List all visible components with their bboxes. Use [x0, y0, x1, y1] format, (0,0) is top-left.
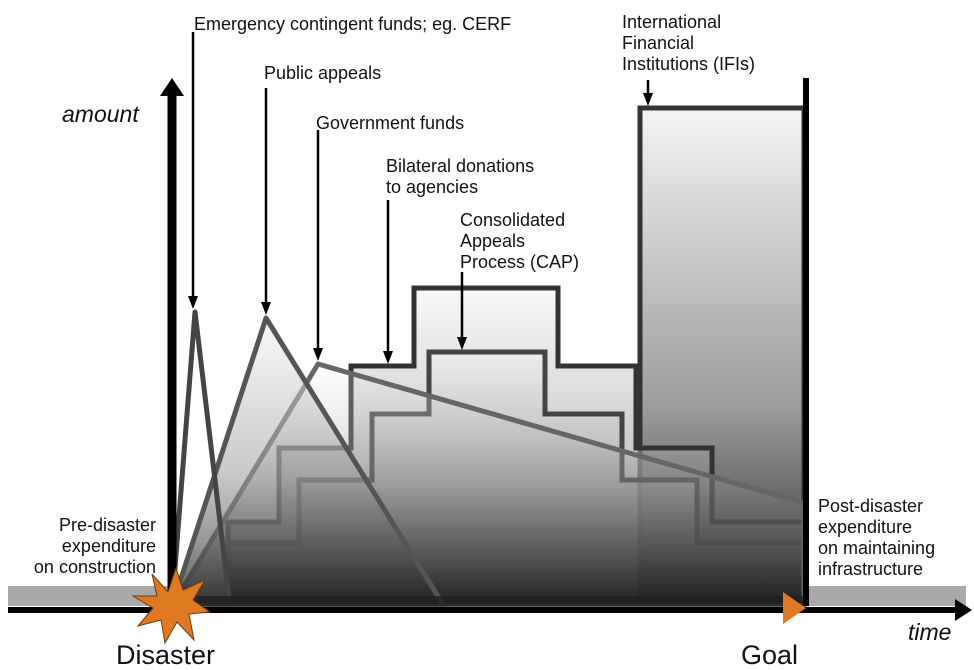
goal-arrow-icon: [783, 592, 806, 624]
x-axis-arrowhead: [955, 599, 972, 621]
cerf-spike: [169, 309, 233, 607]
goal-label: Goal: [741, 640, 799, 670]
baseline-strip-shadow: [172, 596, 804, 606]
pointer-lines: [188, 32, 653, 364]
ifis-label: International Financial Institutions (IF…: [622, 12, 756, 74]
x-axis-label: time: [908, 619, 952, 645]
disaster-label: Disaster: [116, 640, 216, 670]
bilateral-label: Bilateral donations to agencies: [386, 156, 535, 197]
y-axis-label: amount: [62, 101, 139, 127]
disaster-burst-icon: [131, 566, 212, 645]
baseline-band-left: [8, 586, 173, 606]
public-appeals-label: Public appeals: [264, 63, 382, 83]
y-axis-arrowhead: [160, 78, 184, 96]
government-funds-label: Government funds: [316, 113, 465, 133]
baseline-band-right: [806, 586, 966, 606]
pre-disaster-label: Pre-disaster expenditure on construction: [33, 515, 156, 577]
cerf-label: Emergency contingent funds; eg. CERF: [194, 14, 512, 34]
cap-label: Consolidated Appeals Process (CAP): [460, 210, 580, 272]
post-disaster-label: Post-disaster expenditure on maintaining…: [818, 496, 936, 579]
